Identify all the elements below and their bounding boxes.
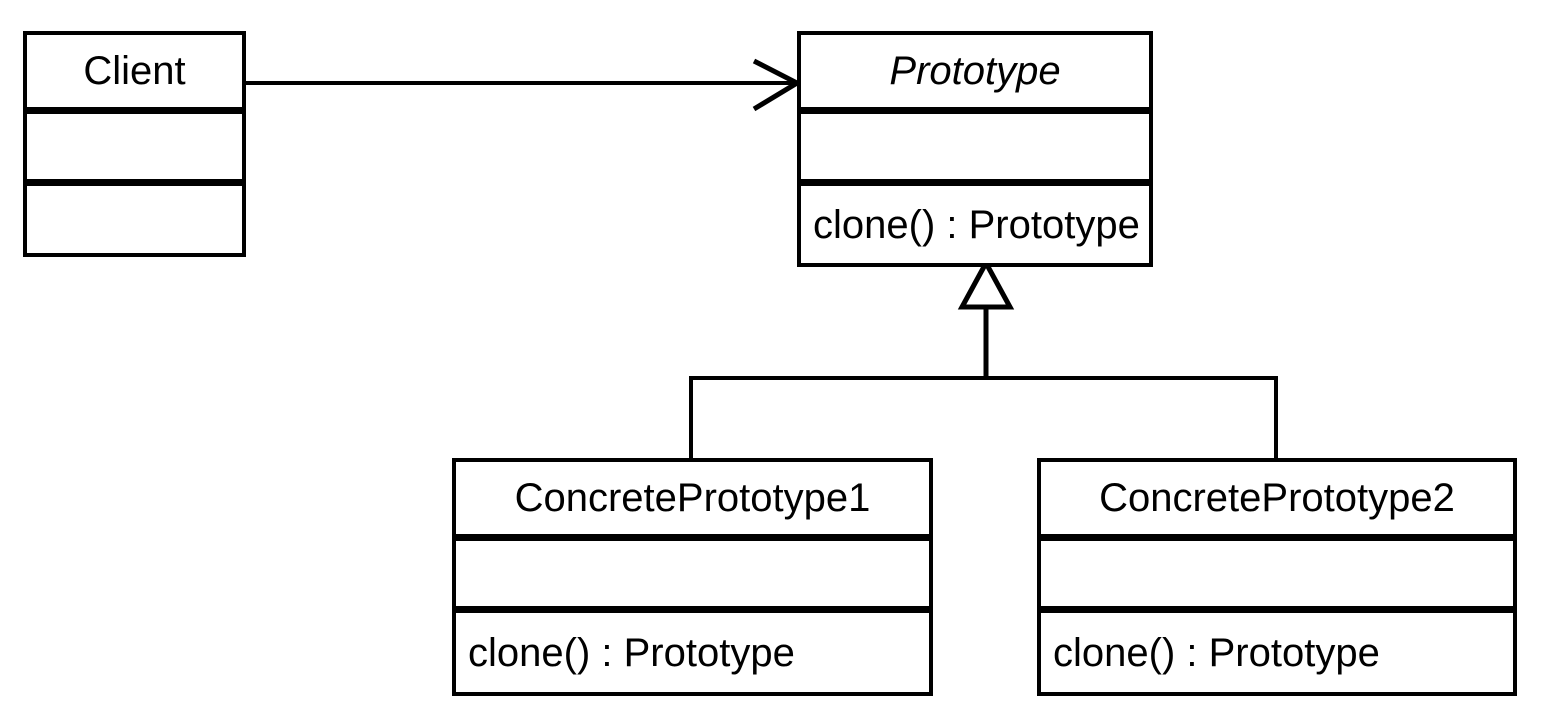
method-label: clone() : Prototype <box>468 630 795 675</box>
class-name: Prototype <box>889 49 1061 93</box>
concrete2-methods-compartment: clone() : Prototype <box>1041 606 1513 692</box>
prototype-methods-compartment: clone() : Prototype <box>801 179 1149 263</box>
class-box-prototype: Prototype clone() : Prototype <box>797 31 1153 267</box>
class-name: Client <box>83 49 186 93</box>
prototype-attributes-compartment <box>801 107 1149 179</box>
concrete1-name-compartment: ConcretePrototype1 <box>456 462 929 534</box>
generalization-triangle-icon <box>957 257 1015 310</box>
concrete2-name-compartment: ConcretePrototype2 <box>1041 462 1513 534</box>
class-box-concrete-prototype-2: ConcretePrototype2 clone() : Prototype <box>1037 458 1517 696</box>
method-label: clone() : Prototype <box>813 202 1140 247</box>
concrete1-methods-compartment: clone() : Prototype <box>456 606 929 692</box>
class-box-concrete-prototype-1: ConcretePrototype1 clone() : Prototype <box>452 458 933 696</box>
class-box-client: Client <box>23 31 246 257</box>
class-name: ConcretePrototype2 <box>1099 476 1455 520</box>
client-attributes-compartment <box>27 107 242 179</box>
client-name-compartment: Client <box>27 35 242 107</box>
client-methods-compartment <box>27 179 242 253</box>
method-label: clone() : Prototype <box>1053 630 1380 675</box>
prototype-name-compartment: Prototype <box>801 35 1149 107</box>
concrete1-attributes-compartment <box>456 534 929 606</box>
concrete2-attributes-compartment <box>1041 534 1513 606</box>
class-name: ConcretePrototype1 <box>514 476 871 520</box>
